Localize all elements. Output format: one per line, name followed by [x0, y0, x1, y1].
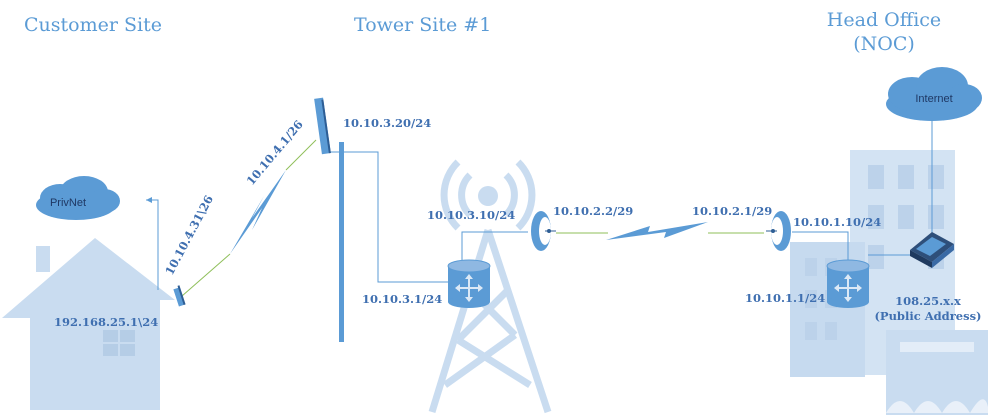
noc-router-lan-ip-label: 10.10.1.1/24	[745, 291, 825, 305]
ptp-dish-noc-icon	[766, 211, 791, 251]
tower-site-title: Tower Site #1	[354, 14, 491, 36]
privnet-cloud-icon	[36, 176, 120, 220]
ap-mgmt-ip-label: 10.10.3.20/24	[343, 116, 431, 130]
office-building-icon	[790, 150, 988, 415]
internet-cloud-icon	[886, 67, 982, 121]
customer-site-title: Customer Site	[24, 14, 162, 36]
tower-beacon-icon	[478, 186, 498, 206]
ap-to-tower-router-link	[330, 151, 448, 283]
tower-router-icon	[447, 259, 491, 308]
tower-router-lan-ip-label: 10.10.3.1/24	[362, 292, 442, 306]
house-icon	[2, 238, 175, 410]
modem-icon	[910, 232, 954, 268]
ap-radio-ip-label: 10.10.4.1/26	[244, 117, 306, 187]
sector-antenna-icon	[314, 97, 344, 342]
ptp-dish-tower-icon	[531, 211, 556, 251]
head-office-title: Head Office	[827, 9, 941, 31]
public-ip-label: 108.25.x.x	[895, 294, 961, 308]
cpe-to-privnet-link	[146, 199, 159, 290]
ptp-tower-ip-label: 10.10.2.2/29	[553, 204, 633, 218]
lightning-bolt-icon	[606, 222, 708, 240]
ptp-to-noc-router-link	[792, 231, 849, 262]
tower-router-uplink-ip-label: 10.10.3.10/24	[427, 208, 515, 222]
cpe-radio-ip-label: 10.10.4.31\26	[162, 193, 216, 277]
ptp-noc-ip-label: 10.10.2.1/29	[692, 204, 772, 218]
cpe-lan-ip-label: 192.168.25.1\24	[54, 315, 158, 329]
antenna-mast	[339, 142, 344, 342]
wireless-links	[181, 139, 764, 297]
privnet-label: PrivNet	[50, 197, 86, 209]
noc-title: (NOC)	[853, 33, 915, 55]
internet-label: Internet	[915, 93, 952, 105]
public-address-caption: (Public Address)	[874, 309, 981, 323]
tower-router-to-ptp-link	[461, 231, 528, 262]
lightning-bolt-icon	[230, 170, 286, 254]
privnet-arrow-icon	[146, 197, 152, 203]
noc-router-uplink-ip-label: 10.10.1.10/24	[793, 215, 881, 229]
noc-router-icon	[826, 259, 870, 308]
cpe-radio-icon	[173, 285, 186, 307]
